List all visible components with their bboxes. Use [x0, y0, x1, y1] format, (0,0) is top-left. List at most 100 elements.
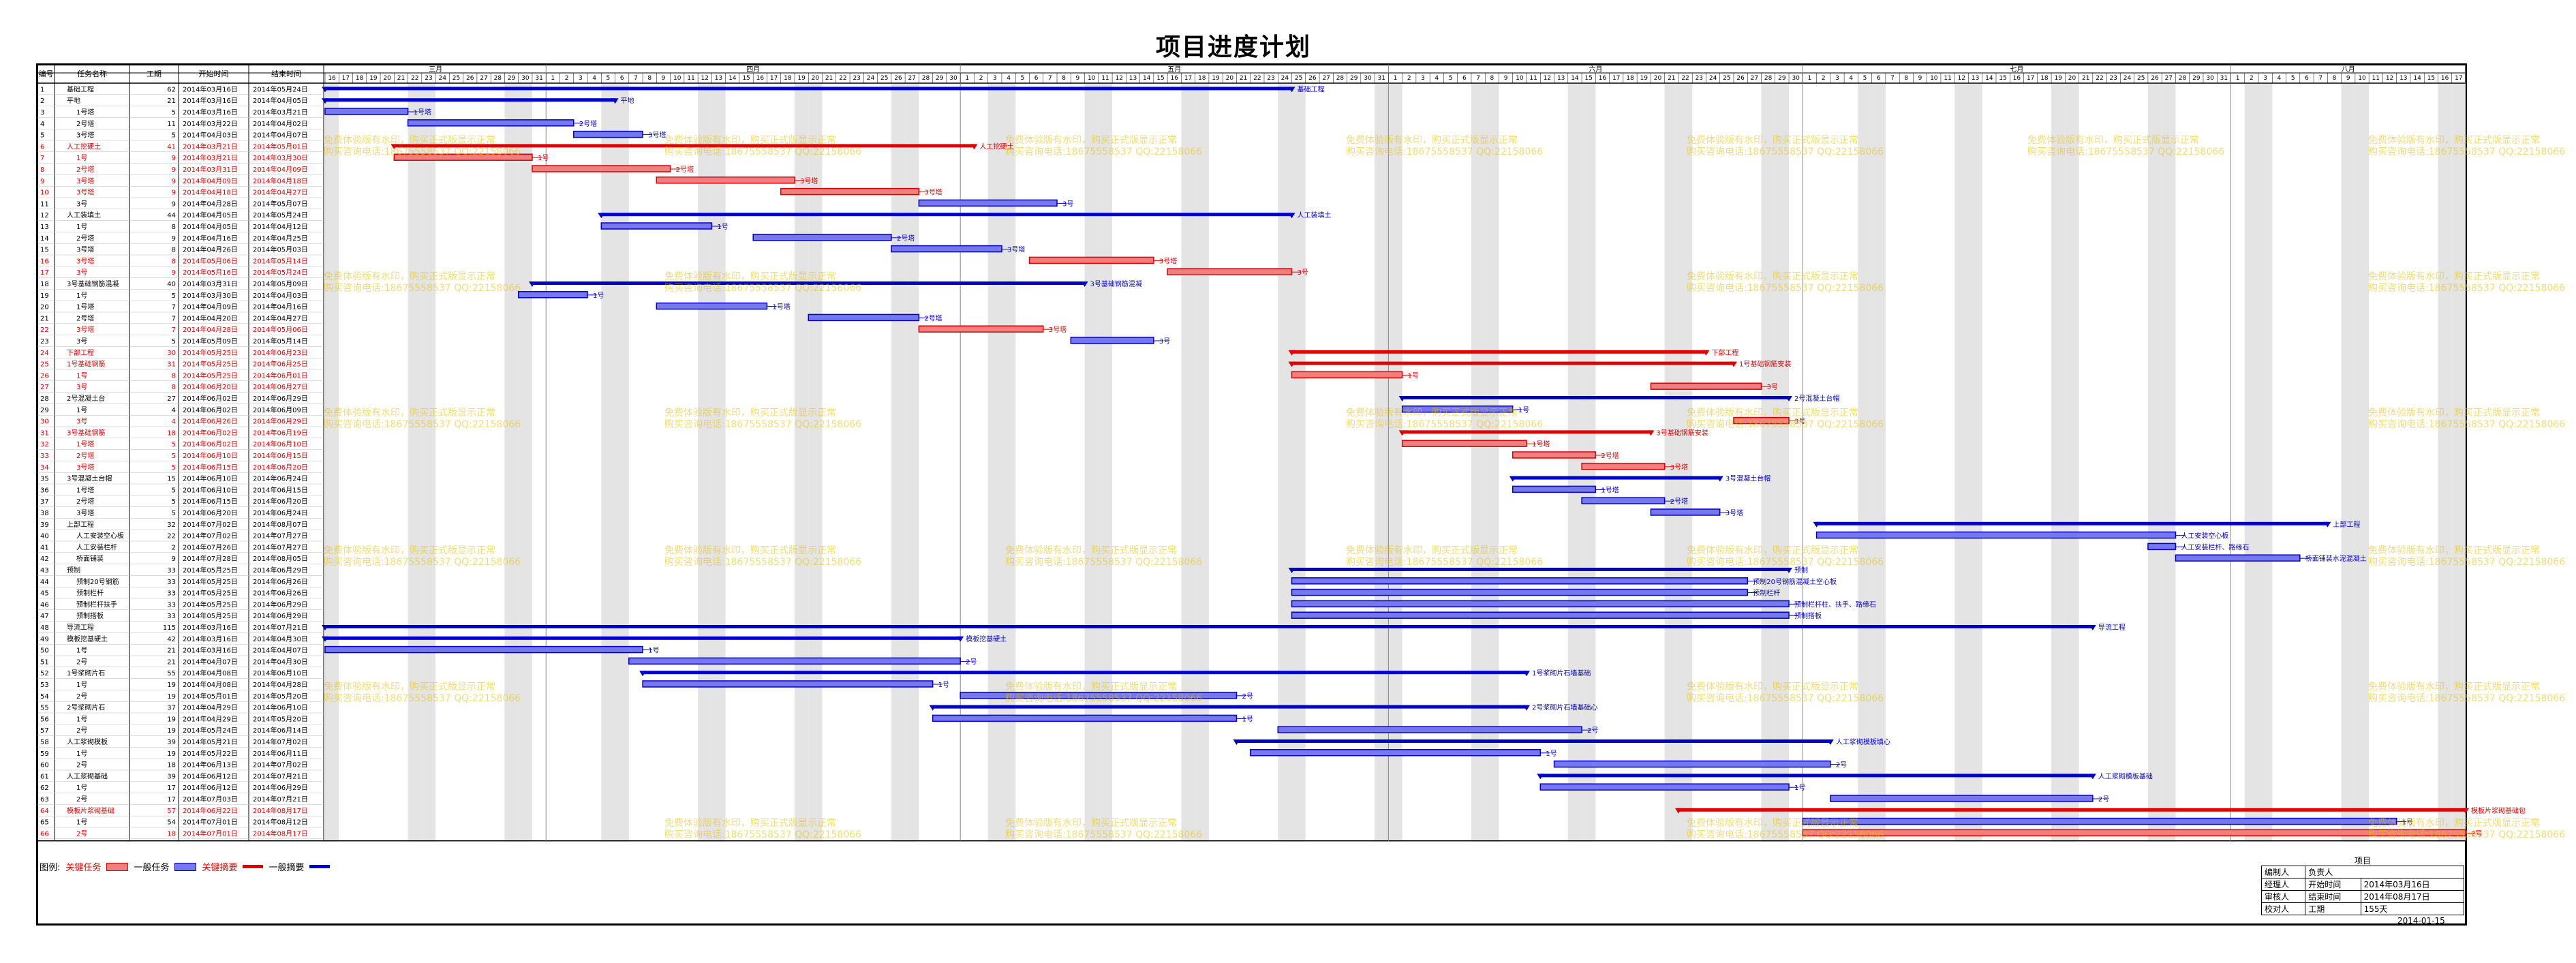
weekend-shade [2051, 83, 2066, 841]
task-finish: 2014年04月27日 [253, 314, 308, 322]
task-id: 41 [40, 544, 49, 551]
task-duration: 21 [167, 647, 176, 655]
day-label: 26 [2151, 75, 2159, 82]
bar-label: 人工浆砌模板填心 [1836, 737, 1890, 746]
task-start: 2014年07月26日 [183, 542, 238, 551]
bar-label: 1号 [2402, 819, 2413, 827]
bar-label: 桥面铺装水泥混凝土 [2305, 554, 2367, 563]
task-duration: 19 [167, 750, 176, 758]
day-label: 16 [1171, 75, 1179, 82]
task-id: 62 [40, 784, 49, 792]
day-label: 22 [411, 75, 418, 82]
day-label: 3 [993, 75, 997, 82]
day-label: 7 [2318, 75, 2322, 82]
task-bar [656, 177, 795, 184]
day-label: 30 [1364, 75, 1372, 82]
task-start: 2014年03月16日 [183, 96, 238, 105]
task-name: 平地 [67, 96, 80, 105]
bar-label: 1号 [648, 647, 659, 655]
task-id: 13 [40, 224, 49, 231]
task-name: 预制20号钢筋 [76, 577, 119, 586]
task-name: 3号基础钢筋 [67, 428, 105, 437]
summary-start-marker [1537, 774, 1544, 780]
task-start: 2014年03月16日 [183, 623, 238, 632]
info-cell: 开始时间 [2305, 878, 2361, 891]
task-name: 2号 [76, 658, 87, 666]
day-label: 16 [756, 75, 765, 82]
task-id: 42 [40, 555, 49, 563]
day-label: 8 [1490, 75, 1494, 82]
task-name: 1号 [76, 223, 87, 231]
summary-bar [325, 625, 2093, 628]
bar-label: 导流工程 [2098, 623, 2126, 632]
weekend-shade [1858, 83, 1872, 841]
task-duration: 54 [167, 819, 176, 827]
task-name: 3号塔 [76, 463, 94, 472]
task-name: 1号塔 [76, 485, 94, 494]
day-label: 27 [2165, 75, 2173, 82]
task-start: 2014年03月16日 [183, 635, 238, 643]
bar-label: 3号 [1767, 383, 1778, 391]
weekend-shade [1678, 83, 1693, 841]
summary-bar [1678, 808, 2466, 812]
day-label: 3 [579, 75, 583, 82]
weekend-shade [1664, 83, 1678, 841]
day-label: 18 [784, 75, 792, 82]
task-finish: 2014年06月09日 [253, 406, 308, 414]
day-label: 19 [1212, 75, 1220, 82]
task-name: 1号塔 [76, 303, 94, 311]
task-id: 8 [40, 166, 44, 174]
task-bar [1581, 497, 1666, 504]
column-header: 结束时间 [271, 70, 301, 78]
info-cell: 经理人 [2260, 878, 2306, 891]
task-id: 25 [40, 361, 49, 369]
bar-label: 3号塔 [800, 177, 818, 185]
task-id: 30 [40, 418, 49, 426]
day-label: 4 [2278, 75, 2282, 82]
day-label: 25 [880, 75, 888, 82]
task-finish: 2014年05月06日 [253, 325, 308, 334]
summary-bar [1540, 774, 2093, 778]
task-id: 21 [40, 315, 49, 322]
task-start: 2014年04月03日 [183, 131, 238, 140]
weekend-shade [1084, 83, 1099, 841]
weekend-shade [808, 83, 823, 841]
month-label: 八月 [2342, 65, 2355, 74]
day-label: 26 [466, 75, 474, 82]
day-label: 14 [729, 75, 737, 82]
task-name: 2号塔 [76, 314, 94, 322]
day-label: 1 [1394, 75, 1398, 82]
task-start: 2014年05月25日 [183, 600, 238, 609]
task-id: 36 [40, 487, 49, 494]
task-name: 3号 [76, 269, 87, 277]
summary-start-marker [322, 87, 328, 93]
day-label: 5 [1863, 75, 1867, 82]
legend-critical-summary-swatch [243, 865, 264, 868]
task-start: 2014年06月15日 [183, 463, 238, 472]
info-cell: 编制人 [2260, 866, 2306, 878]
task-duration: 9 [172, 235, 176, 243]
day-label: 28 [2179, 75, 2187, 82]
task-finish: 2014年06月10日 [253, 703, 308, 712]
summary-end-marker [1702, 350, 1710, 356]
task-id: 55 [40, 705, 49, 712]
task-duration: 9 [172, 178, 176, 185]
day-label: 5 [607, 75, 611, 82]
day-label: 17 [2027, 75, 2034, 82]
day-label: 11 [1944, 75, 1951, 82]
day-label: 29 [936, 75, 944, 82]
bar-label: 模板片浆砌基础包 [2471, 806, 2526, 815]
info-row: 经理人 开始时间 2014年03月16日 [2260, 878, 2465, 891]
task-start: 2014年04月29日 [183, 714, 238, 723]
day-label: 27 [1322, 75, 1330, 82]
info-cell: 校对人 [2260, 902, 2306, 915]
bar-label: 3号基础钢筋安装 [1656, 428, 1708, 437]
task-finish: 2014年04月07日 [253, 131, 308, 140]
task-duration: 9 [172, 155, 176, 162]
task-start: 2014年07月03日 [183, 795, 238, 804]
task-start: 2014年05月25日 [183, 360, 238, 369]
task-finish: 2014年06月29日 [253, 611, 308, 620]
task-id: 58 [40, 739, 49, 746]
day-label: 13 [1972, 75, 1979, 82]
task-bar [517, 291, 588, 299]
